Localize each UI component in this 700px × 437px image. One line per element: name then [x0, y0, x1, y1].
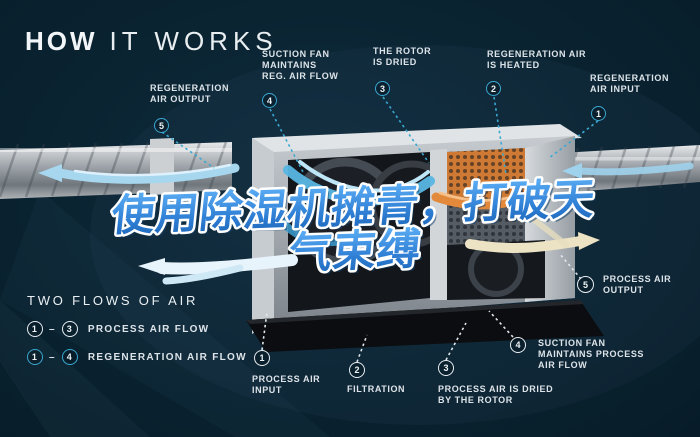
- badge-number: 2: [354, 365, 360, 375]
- dry-process-air-flow: [465, 202, 600, 253]
- callout-suction-fan-process: SUCTION FAN MAINTAINS PROCESS AIR FLOW: [538, 338, 644, 371]
- legend-circle-from: 1: [27, 349, 43, 365]
- callout-line: PROCESS AIR IS DRIED: [438, 384, 554, 394]
- process-air-internal-flow: [270, 160, 435, 247]
- legend-label: PROCESS AIR FLOW: [87, 323, 210, 335]
- badge-number: 4: [266, 95, 272, 106]
- callout-line: OUTPUT: [603, 285, 644, 295]
- callout-line: MAINTAINS PROCESS: [538, 349, 645, 359]
- bottom-left-air-ribbon: [138, 254, 298, 285]
- callout-line: INPUT: [252, 385, 282, 395]
- badge-suction-process-4: 4: [510, 337, 526, 353]
- callout-regen-air-output: REGENERATION AIR OUTPUT: [150, 83, 229, 105]
- callout-line: FILTRATION: [347, 384, 406, 394]
- callout-line: BY THE ROTOR: [438, 395, 513, 405]
- badge-number: 5: [158, 120, 164, 131]
- legend-circle-from: 1: [27, 321, 43, 337]
- callout-process-air-output: PROCESS AIR OUTPUT: [603, 274, 671, 296]
- badge-process-input-1: 1: [254, 350, 270, 366]
- legend-dash: –: [49, 351, 56, 363]
- legend-circle-to: 4: [61, 349, 78, 365]
- callout-line: AIR INPUT: [590, 84, 641, 94]
- legend-two-flows: TWO FLOWS OF AIR 1 – 3 PROCESS AIR FLOW …: [27, 293, 247, 377]
- callout-line: REGENERATION: [590, 73, 670, 83]
- badge-number: 4: [515, 340, 521, 350]
- heated-regen-air-flow: [431, 188, 545, 210]
- badge-regen-output-5: 5: [154, 118, 169, 133]
- callout-line: SUCTION FAN: [262, 49, 330, 59]
- callout-line: PROCESS AIR: [603, 274, 672, 284]
- callout-rotor-dried: THE ROTOR IS DRIED: [373, 46, 431, 68]
- badge-rotor-dried-3: 3: [375, 81, 390, 96]
- page-title: HOW IT WORKS: [25, 26, 278, 57]
- callout-line: AIR OUTPUT: [150, 94, 211, 104]
- badge-number: 5: [582, 279, 588, 290]
- badge-number: 3: [379, 83, 385, 94]
- callout-line: SUCTION FAN: [538, 338, 606, 348]
- callout-process-dried: PROCESS AIR IS DRIED BY THE ROTOR: [438, 384, 553, 406]
- process-leader-lines: [261, 252, 582, 363]
- air-flows: [38, 160, 694, 285]
- callout-line: MAINTAINS: [262, 60, 317, 70]
- callout-line: IS HEATED: [487, 60, 540, 70]
- title-how: HOW: [25, 26, 98, 56]
- legend-circle-to: 3: [61, 321, 78, 337]
- regen-leader-lines: [161, 96, 599, 175]
- legend-row-process: 1 – 3 PROCESS AIR FLOW: [27, 321, 247, 337]
- callout-line: IS DRIED: [373, 57, 417, 67]
- callout-line: THE ROTOR: [373, 46, 432, 56]
- regen-air-input-flow: [562, 162, 694, 179]
- badge-filtration-2: 2: [349, 362, 365, 378]
- caption-shadow-line2: 气束缚: [289, 229, 427, 282]
- legend-heading: TWO FLOWS OF AIR: [27, 293, 199, 308]
- badge-process-output-5: 5: [577, 276, 594, 293]
- badge-suction-reg-4: 4: [262, 93, 277, 108]
- callout-line: REGENERATION: [150, 83, 230, 93]
- leader-lines: [161, 96, 599, 363]
- callout-suction-fan-reg: SUCTION FAN MAINTAINS REG. AIR FLOW: [262, 49, 338, 82]
- badge-number: 2: [490, 83, 496, 94]
- callout-regen-heated: REGENERATION AIR IS HEATED: [487, 49, 586, 71]
- callout-filtration: FILTRATION: [347, 384, 405, 395]
- machine-left-face: [252, 138, 274, 334]
- callout-regen-air-input: REGENERATION AIR INPUT: [590, 73, 669, 95]
- legend-dash: –: [49, 323, 56, 335]
- callout-line: PROCESS AIR: [252, 374, 321, 384]
- badge-regen-input-1: 1: [591, 106, 606, 121]
- regen-air-output-flow: [38, 163, 240, 184]
- badge-process-dried-3: 3: [438, 360, 454, 376]
- callout-process-air-input: PROCESS AIR INPUT: [252, 374, 320, 396]
- legend-label: REGENERATION AIR FLOW: [87, 351, 247, 363]
- caption-line2: 气束缚: [286, 226, 424, 279]
- badge-number: 1: [259, 353, 265, 363]
- callout-line: REG. AIR FLOW: [262, 71, 339, 81]
- badge-regen-heated-2: 2: [486, 81, 501, 96]
- legend-row-regeneration: 1 – 4 REGENERATION AIR FLOW: [27, 349, 247, 365]
- badge-number: 3: [443, 363, 449, 373]
- badge-number: 1: [595, 108, 601, 119]
- title-it-works: IT WORKS: [109, 26, 278, 56]
- divider-panel: [430, 149, 447, 300]
- callout-line: REGENERATION AIR: [487, 49, 587, 59]
- callout-line: AIR FLOW: [538, 360, 588, 370]
